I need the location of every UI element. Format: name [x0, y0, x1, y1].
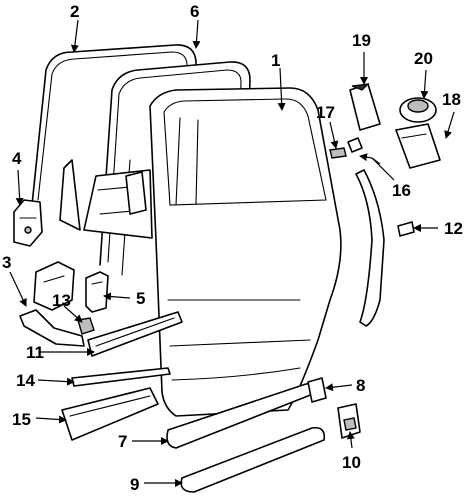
- part-19-vent-window: [349, 83, 381, 131]
- part-18-corner-filler: [395, 123, 441, 169]
- part-4-door-hinge: [13, 199, 43, 247]
- callout-2: 2: [70, 2, 79, 21]
- part-3-lock-actuator: [19, 261, 85, 347]
- callout-19: 19: [352, 31, 371, 50]
- callout-20: 20: [414, 49, 433, 68]
- leader-lines: [9, 19, 455, 487]
- callout-16: 16: [392, 181, 411, 200]
- callout-14: 14: [16, 371, 35, 390]
- part-8-end-cap: [307, 377, 327, 403]
- part-5-handle-bracket: [85, 271, 109, 313]
- part-14-weatherstrip: [71, 367, 171, 387]
- part-16-door-seal: [355, 169, 385, 327]
- callout-12: 12: [444, 219, 463, 238]
- part-1-rear-door-shell: [149, 87, 342, 417]
- part-15-body-side-molding: [61, 387, 159, 441]
- door-inner-hardware: [83, 169, 153, 239]
- callout-13: 13: [52, 291, 71, 310]
- callout-3: 3: [2, 253, 11, 272]
- part-17-clip: [329, 137, 363, 159]
- callout-8: 8: [356, 376, 365, 395]
- part-12-fastener: [397, 221, 425, 237]
- callout-5: 5: [136, 289, 145, 308]
- callout-11: 11: [26, 343, 44, 362]
- part-10-mounting-bracket: [337, 403, 361, 439]
- callout-9: 9: [130, 475, 139, 494]
- callout-17: 17: [316, 103, 335, 122]
- callout-15: 15: [12, 410, 31, 429]
- callout-6: 6: [190, 2, 199, 21]
- callout-10: 10: [342, 453, 361, 472]
- part-20-knob: [399, 97, 437, 123]
- callout-labels: 2 6 1 4 3 5 13 11 14 15 7 9 8 10 12 17 1…: [2, 2, 463, 494]
- callout-7: 7: [118, 432, 127, 451]
- callout-1: 1: [271, 51, 280, 70]
- callout-18: 18: [442, 90, 461, 109]
- callout-4: 4: [12, 149, 22, 168]
